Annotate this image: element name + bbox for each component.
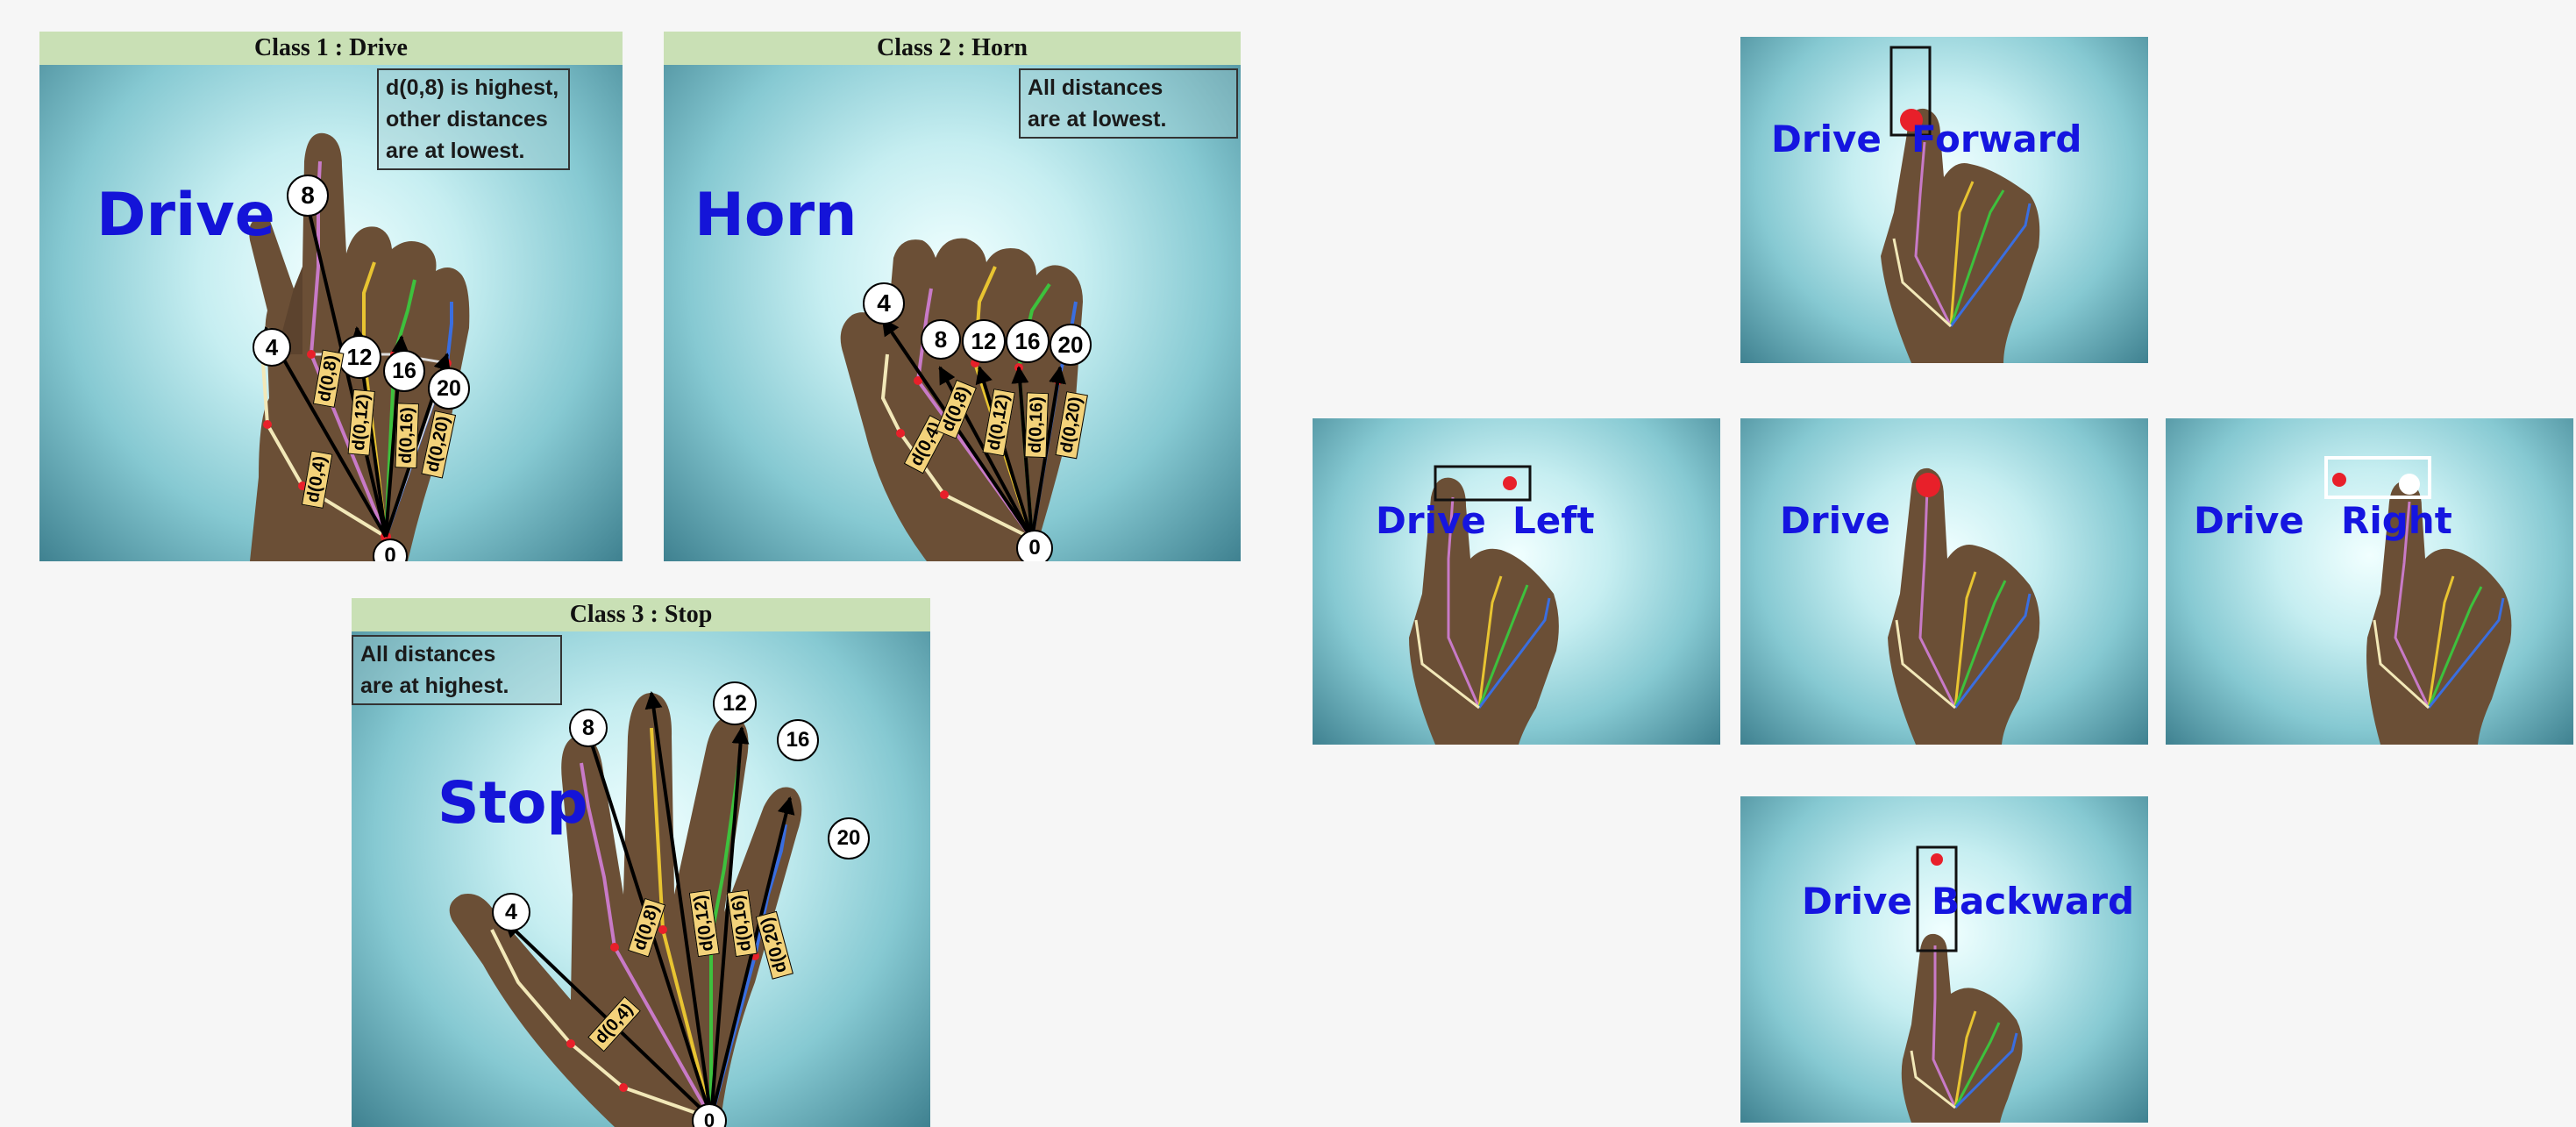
class2-tip-8: 8 xyxy=(921,319,961,360)
left-photo xyxy=(1313,418,1720,745)
class3-header: Class 3 : Stop xyxy=(352,598,930,631)
class2-tip-4: 4 xyxy=(863,282,905,325)
class1-note-line2: other distances xyxy=(386,103,561,135)
class2-note-line2: are at lowest. xyxy=(1028,103,1229,135)
class3-note-line2: are at highest. xyxy=(360,670,553,702)
fingertip-marker xyxy=(1916,473,1940,497)
class3-tip-8: 8 xyxy=(569,709,608,747)
forward-word2: Forward xyxy=(1911,118,2081,160)
class2-panel: Class 2 : Horn 4 8 xyxy=(664,32,1241,561)
class1-dist-16: d(0,16) xyxy=(395,403,419,468)
class1-note-line1: d(0,8) is highest, xyxy=(386,72,561,103)
backward-word1: Drive xyxy=(1802,880,1912,923)
center-photo xyxy=(1740,418,2148,745)
class1-tip-16: 16 xyxy=(383,350,425,392)
class1-header: Class 1 : Drive xyxy=(39,32,623,65)
fingertip-glow xyxy=(2399,474,2420,495)
class2-tip-16: 16 xyxy=(1006,319,1050,363)
forward-word1: Drive xyxy=(1771,118,1882,160)
class2-tip-20: 20 xyxy=(1050,324,1092,366)
class3-tip-4: 4 xyxy=(492,893,530,931)
class1-tip-4: 4 xyxy=(253,328,291,367)
class2-note: All distances are at lowest. xyxy=(1019,68,1238,139)
class1-word: Drive xyxy=(96,181,275,250)
class1-panel: Class 1 : Drive xyxy=(39,32,623,561)
class3-tip-12: 12 xyxy=(713,681,757,725)
class3-tip-20: 20 xyxy=(828,817,870,860)
class1-tip-12: 12 xyxy=(338,335,381,379)
right-hand-diagram xyxy=(2166,418,2573,745)
class3-tip-16: 16 xyxy=(777,719,819,761)
class3-note-line1: All distances xyxy=(360,638,553,670)
left-word1: Drive xyxy=(1376,499,1486,542)
left-word2: Left xyxy=(1512,499,1595,542)
center-hand-diagram xyxy=(1740,418,2148,745)
class2-dist-16: d(0,16) xyxy=(1024,392,1049,458)
fingertip-marker xyxy=(1503,476,1517,490)
fingertip-marker xyxy=(1931,853,1943,866)
class2-hand-diagram xyxy=(664,65,1241,561)
class2-note-line1: All distances xyxy=(1028,72,1229,103)
class2-tip-0: 0 xyxy=(1016,530,1053,561)
right-word1: Drive xyxy=(2194,499,2304,542)
class3-hand-diagram xyxy=(352,631,930,1127)
class2-photo: 4 8 12 16 20 0 d(0,4) d(0,8) d(0,12) d(0… xyxy=(664,65,1241,561)
class2-header: Class 2 : Horn xyxy=(664,32,1241,65)
center-panel: Drive xyxy=(1740,418,2148,745)
backward-panel: Drive Backward xyxy=(1740,796,2148,1123)
class1-note-line3: are at lowest. xyxy=(386,135,561,167)
forward-photo xyxy=(1740,37,2148,363)
left-hand-diagram xyxy=(1313,418,1720,745)
class3-word: Stop xyxy=(438,769,588,837)
class1-note: d(0,8) is highest, other distances are a… xyxy=(377,68,570,170)
class1-tip-8: 8 xyxy=(287,175,329,217)
backward-word2: Backward xyxy=(1932,880,2134,923)
forward-panel: Drive Forward xyxy=(1740,37,2148,363)
right-panel: Drive Right xyxy=(2166,418,2573,745)
backward-photo xyxy=(1740,796,2148,1123)
right-photo xyxy=(2166,418,2573,745)
class3-photo: 8 12 16 20 4 0 d(0,4) d(0,8) d(0,12) d(0… xyxy=(352,631,930,1127)
hand-shape xyxy=(1888,468,2039,745)
class3-panel: Class 3 : Stop 8 12 xyxy=(352,598,930,1127)
right-word2: Right xyxy=(2341,499,2452,542)
center-word1: Drive xyxy=(1780,499,1890,542)
fingertip-marker xyxy=(2332,473,2346,487)
class1-tip-20: 20 xyxy=(428,367,470,410)
class3-note: All distances are at highest. xyxy=(352,635,562,705)
backward-hand-diagram xyxy=(1740,796,2148,1123)
class2-word: Horn xyxy=(694,181,857,250)
left-panel: Drive Left xyxy=(1313,418,1720,745)
forward-hand-diagram xyxy=(1740,37,2148,363)
class2-tip-12: 12 xyxy=(962,319,1006,363)
